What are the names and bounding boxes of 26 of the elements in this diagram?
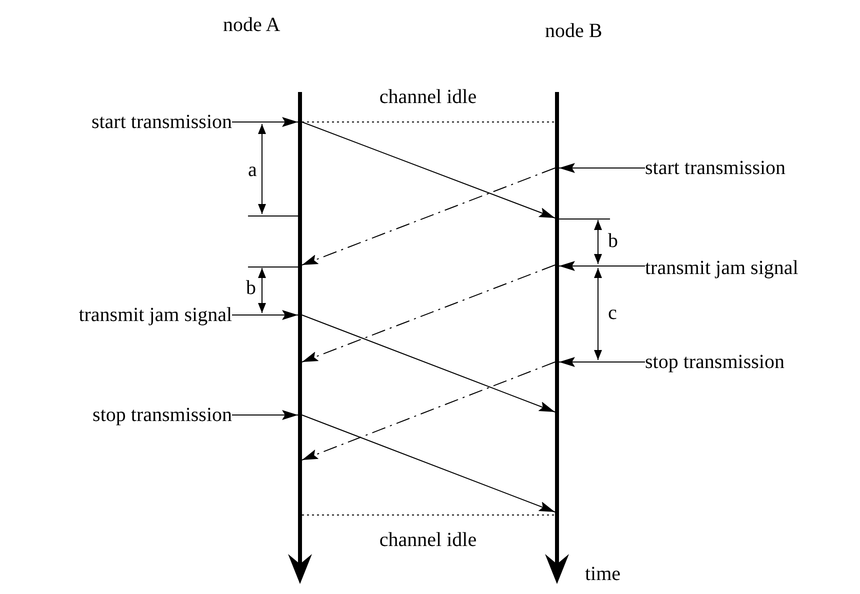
event-label: transmit jam signal [10, 301, 232, 329]
timeline-title: node A [223, 13, 280, 38]
arrow [302, 414, 556, 512]
arrow [302, 264, 556, 362]
dimension-label: b [608, 229, 618, 253]
dotted-line [302, 514, 556, 516]
event-label: stop transmission [645, 348, 855, 376]
dimension-label: b [246, 276, 256, 300]
arrow [558, 261, 646, 271]
arrow [558, 357, 646, 367]
arrow [302, 362, 556, 460]
event-label: transmit jam signal [645, 254, 857, 282]
event-label: start transmission [10, 108, 232, 136]
dimension-label: a [248, 158, 257, 182]
arrow [558, 163, 646, 173]
timeline-title: node B [545, 19, 602, 44]
event-label: stop transmission [10, 401, 232, 429]
arrow [232, 310, 298, 320]
arrow [302, 168, 556, 266]
arrow [232, 410, 298, 420]
arrow [302, 314, 556, 412]
dimension-label: c [608, 301, 617, 325]
arrow [302, 122, 556, 218]
event-label: start transmission [645, 154, 855, 182]
arrow [232, 117, 298, 127]
dimension-label: time [585, 562, 621, 586]
